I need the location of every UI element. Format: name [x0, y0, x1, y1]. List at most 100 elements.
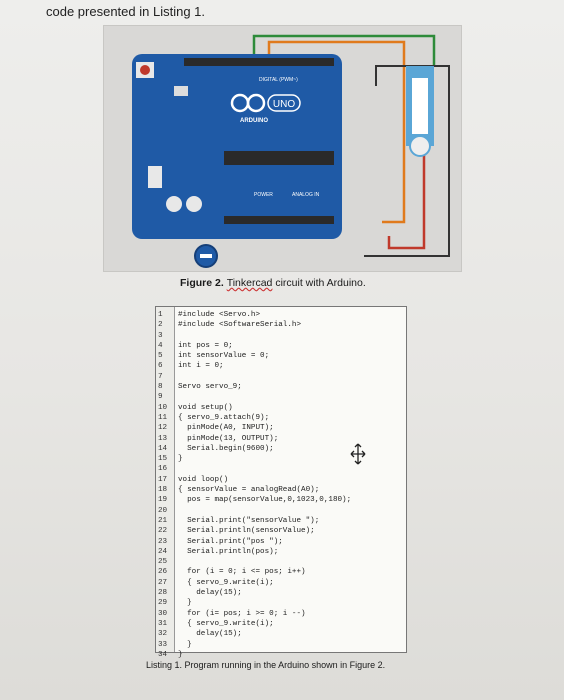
circuit-figure: UNO ARDUINO DIGITAL (PWM~) POWER ANALOG … — [103, 25, 462, 272]
code-line: 10 void setup() — [156, 403, 406, 413]
code-text: pos = map(sensorValue,0,1023,0,180); — [178, 496, 352, 505]
line-number: 6 — [158, 362, 163, 371]
code-text: Serial.print("pos "); — [178, 537, 283, 546]
code-text: Servo servo_9; — [178, 383, 242, 392]
code-line: 17 void loop() — [156, 475, 406, 485]
move-cursor-icon — [350, 443, 366, 465]
line-number: 17 — [158, 475, 168, 484]
code-line: 26 for (i = 0; i <= pos; i++) — [156, 567, 406, 577]
code-line: 18 { sensorValue = analogRead(A0); — [156, 485, 406, 495]
code-text: Serial.print("sensorValue "); — [178, 516, 320, 525]
wire-red — [387, 86, 426, 250]
code-line: 9 — [156, 392, 406, 402]
code-line: 1#include <Servo.h> — [156, 310, 406, 320]
line-number: 7 — [158, 372, 163, 381]
code-listing: 1#include <Servo.h>2#include <SoftwareSe… — [155, 306, 407, 659]
code-line: 3 — [156, 331, 406, 341]
figure-caption-prefix: Figure 2. — [180, 277, 227, 289]
figure-caption-tinkercad: Tinkercad — [226, 277, 273, 289]
code-line: 33 } — [156, 640, 406, 650]
code-line: 31 { servo_9.write(i); — [156, 619, 406, 629]
digital-header — [184, 58, 334, 66]
code-line: 23 Serial.print("pos "); — [156, 537, 406, 547]
line-number: 24 — [158, 547, 168, 556]
code-line: 2#include <SoftwareSerial.h> — [156, 320, 406, 330]
code-text: } — [178, 599, 192, 608]
led-block — [174, 86, 188, 96]
code-text: Serial.println(sensorValue); — [178, 527, 315, 536]
code-text: { servo_9.attach(9); — [178, 413, 270, 422]
line-number: 33 — [158, 640, 168, 649]
code-text: { servo_9.write(i); — [178, 578, 274, 587]
code-line: 29 } — [156, 598, 406, 608]
code-text: int sensorValue = 0; — [178, 352, 270, 361]
line-number: 30 — [158, 609, 168, 618]
wire-green — [252, 34, 436, 66]
code-text: { servo_9.write(i); — [178, 619, 274, 628]
line-number: 15 — [158, 455, 168, 464]
code-text: delay(15); — [178, 630, 242, 639]
code-line: 34} — [156, 650, 406, 660]
code-line: 27 { servo_9.write(i); — [156, 578, 406, 588]
line-number: 10 — [158, 403, 168, 412]
arduino-logo-icon — [230, 93, 266, 113]
code-line: 7 — [156, 372, 406, 382]
reset-button-icon — [140, 65, 150, 75]
servo-horn-icon — [409, 135, 431, 157]
code-text: { sensorValue = analogRead(A0); — [178, 486, 320, 495]
code-line: 12 pinMode(A0, INPUT); — [156, 423, 406, 433]
code-line: 19 pos = map(sensorValue,0,1023,0,180); — [156, 495, 406, 505]
chip — [224, 151, 334, 165]
code-line: 32 delay(15); — [156, 629, 406, 639]
line-number: 23 — [158, 537, 168, 546]
code-line: 22 Serial.println(sensorValue); — [156, 526, 406, 536]
figure-caption: Figure 2. Tinkercad circuit with Arduino… — [180, 277, 366, 289]
code-line: 11{ servo_9.attach(9); — [156, 413, 406, 423]
line-number: 21 — [158, 516, 168, 525]
line-number: 20 — [158, 506, 168, 515]
line-number: 28 — [158, 589, 168, 598]
code-text: void setup() — [178, 403, 233, 412]
line-number: 31 — [158, 619, 168, 628]
line-number: 22 — [158, 527, 168, 536]
line-number: 2 — [158, 321, 163, 330]
line-number: 1 — [158, 311, 163, 319]
code-text: } — [178, 650, 183, 659]
model-label: UNO — [273, 99, 295, 110]
code-text: pinMode(A0, INPUT); — [178, 424, 274, 433]
circuit-diagram: UNO ARDUINO DIGITAL (PWM~) POWER ANALOG … — [132, 34, 450, 268]
code-line: 21 Serial.print("sensorValue "); — [156, 516, 406, 526]
capacitor-1 — [166, 196, 182, 212]
code-line: 20 — [156, 506, 406, 516]
code-text: void loop() — [178, 475, 229, 484]
digital-label: DIGITAL (PWM~) — [259, 77, 298, 83]
line-number: 34 — [158, 650, 168, 659]
line-number: 25 — [158, 558, 168, 567]
code-line: 28 delay(15); — [156, 588, 406, 598]
code-line: 13 pinMode(13, OUTPUT); — [156, 434, 406, 444]
code-text: for (i = 0; i <= pos; i++) — [178, 568, 306, 577]
code-line: 24 Serial.println(pos); — [156, 547, 406, 557]
code-text: for (i= pos; i >= 0; i --) — [178, 609, 306, 618]
line-number: 16 — [158, 465, 168, 474]
listing-caption: Listing 1. Program running in the Arduin… — [146, 660, 386, 670]
code-line: 15} — [156, 454, 406, 464]
code-line: 25 — [156, 557, 406, 567]
intro-text: code presented in Listing 1. — [46, 4, 205, 19]
potentiometer-knob — [200, 254, 212, 258]
code-text: } — [178, 455, 183, 464]
line-number: 32 — [158, 630, 168, 639]
code-line: 16 — [156, 464, 406, 474]
code-text: int pos = 0; — [178, 341, 233, 350]
arduino-board — [132, 54, 342, 239]
code-line: 30 for (i= pos; i >= 0; i --) — [156, 609, 406, 619]
line-number: 18 — [158, 486, 168, 495]
line-number: 4 — [158, 341, 163, 350]
line-number: 13 — [158, 434, 168, 443]
code-text: delay(15); — [178, 589, 242, 598]
code-line: 14 Serial.begin(9600); — [156, 444, 406, 454]
power-header — [224, 216, 334, 224]
